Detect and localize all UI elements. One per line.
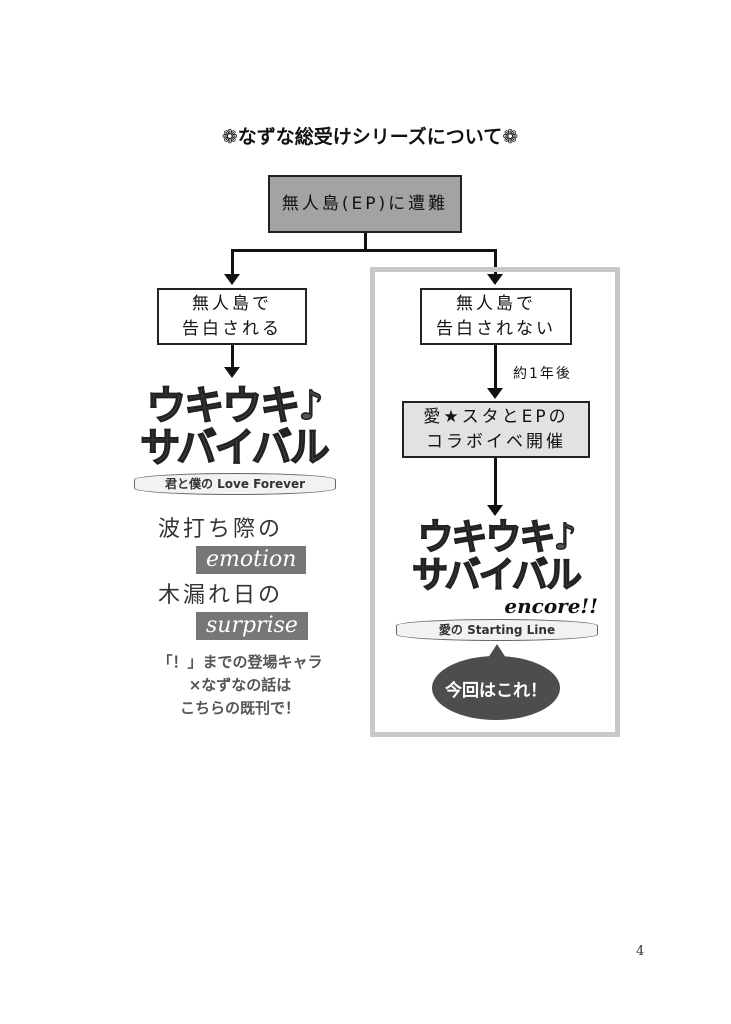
connector	[494, 249, 497, 277]
title-jp: 木漏れ日の	[158, 583, 284, 608]
logo-title-line: ウキウキ♪	[145, 383, 324, 429]
title-jp: 波打ち際の	[158, 517, 284, 542]
title-en-tag: surprise	[196, 612, 308, 640]
arrow-down-icon	[224, 274, 240, 285]
page-title: ❁なずな総受けシリーズについて❁	[221, 126, 519, 148]
arrow-down-icon	[224, 367, 240, 378]
logo-title-line: サバイバル	[411, 555, 582, 596]
time-label: 約1年後	[513, 366, 572, 382]
right-series-logo: ウキウキ♪ サバイバル encore!! 愛の Starting Line	[390, 517, 602, 641]
title-en-tag: emotion	[196, 546, 307, 574]
arrow-down-icon	[487, 505, 503, 516]
connector	[231, 249, 497, 252]
left-box-line: 無人島で	[192, 293, 272, 314]
right-box-line: 告白されない	[436, 318, 556, 339]
connector	[494, 345, 497, 389]
collab-box: 愛★スタとEPの コラボイベ開催	[402, 401, 590, 458]
arrow-down-icon	[487, 388, 503, 399]
collab-box-line: 愛★スタとEPの	[423, 406, 569, 427]
connector	[364, 233, 367, 251]
logo-subtitle-ribbon: 愛の Starting Line	[396, 619, 598, 641]
left-box: 無人島で 告白される	[157, 288, 307, 345]
logo-title-line: ウキウキ♪	[417, 517, 577, 558]
collab-box-line: コラボイベ開催	[426, 431, 566, 452]
root-box: 無人島(EP)に遭難	[268, 175, 462, 233]
connector	[494, 458, 497, 506]
right-box: 無人島で 告白されない	[420, 288, 572, 345]
left-box-line: 告白される	[182, 318, 282, 339]
arrow-down-icon	[487, 274, 503, 285]
highlight-frame	[370, 267, 620, 737]
note-line: こちらの既刊で！	[179, 699, 300, 717]
left-series-logo: ウキウキ♪ サバイバル 君と僕の Love Forever	[128, 383, 340, 503]
speech-bubble-tail	[488, 644, 506, 658]
logo-subtitle-ribbon: 君と僕の Love Forever	[134, 473, 336, 495]
right-box-line: 無人島で	[456, 293, 536, 314]
logo-title-line: サバイバル	[139, 425, 330, 471]
speech-bubble: 今回はこれ！	[432, 656, 560, 720]
page-number: 4	[636, 944, 645, 959]
note-line: 「！」までの登場キャラ	[157, 653, 323, 671]
connector	[231, 345, 234, 369]
root-box-label: 無人島(EP)に遭難	[281, 193, 449, 214]
speech-bubble-text: 今回はこれ！	[445, 680, 547, 701]
connector	[231, 249, 234, 277]
logo-encore: encore!!	[504, 594, 598, 618]
note-line: ×なずなの話は	[188, 676, 292, 694]
